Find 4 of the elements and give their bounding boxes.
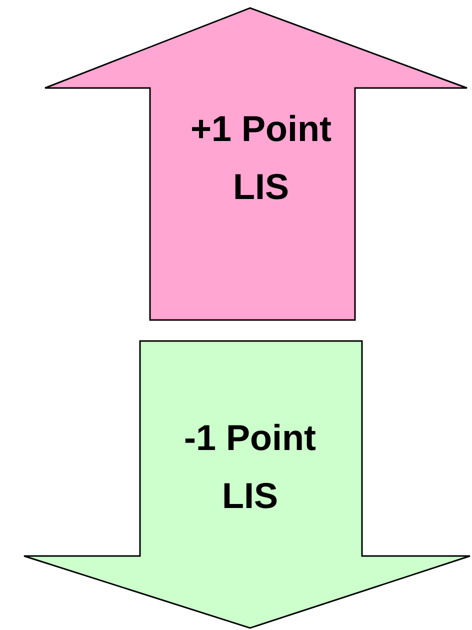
arrow-label: +1 Point LIS <box>189 107 333 209</box>
arrow-label: -1 Point LIS <box>183 416 317 518</box>
block-arrow <box>44 8 468 321</box>
block-arrow <box>24 341 471 629</box>
